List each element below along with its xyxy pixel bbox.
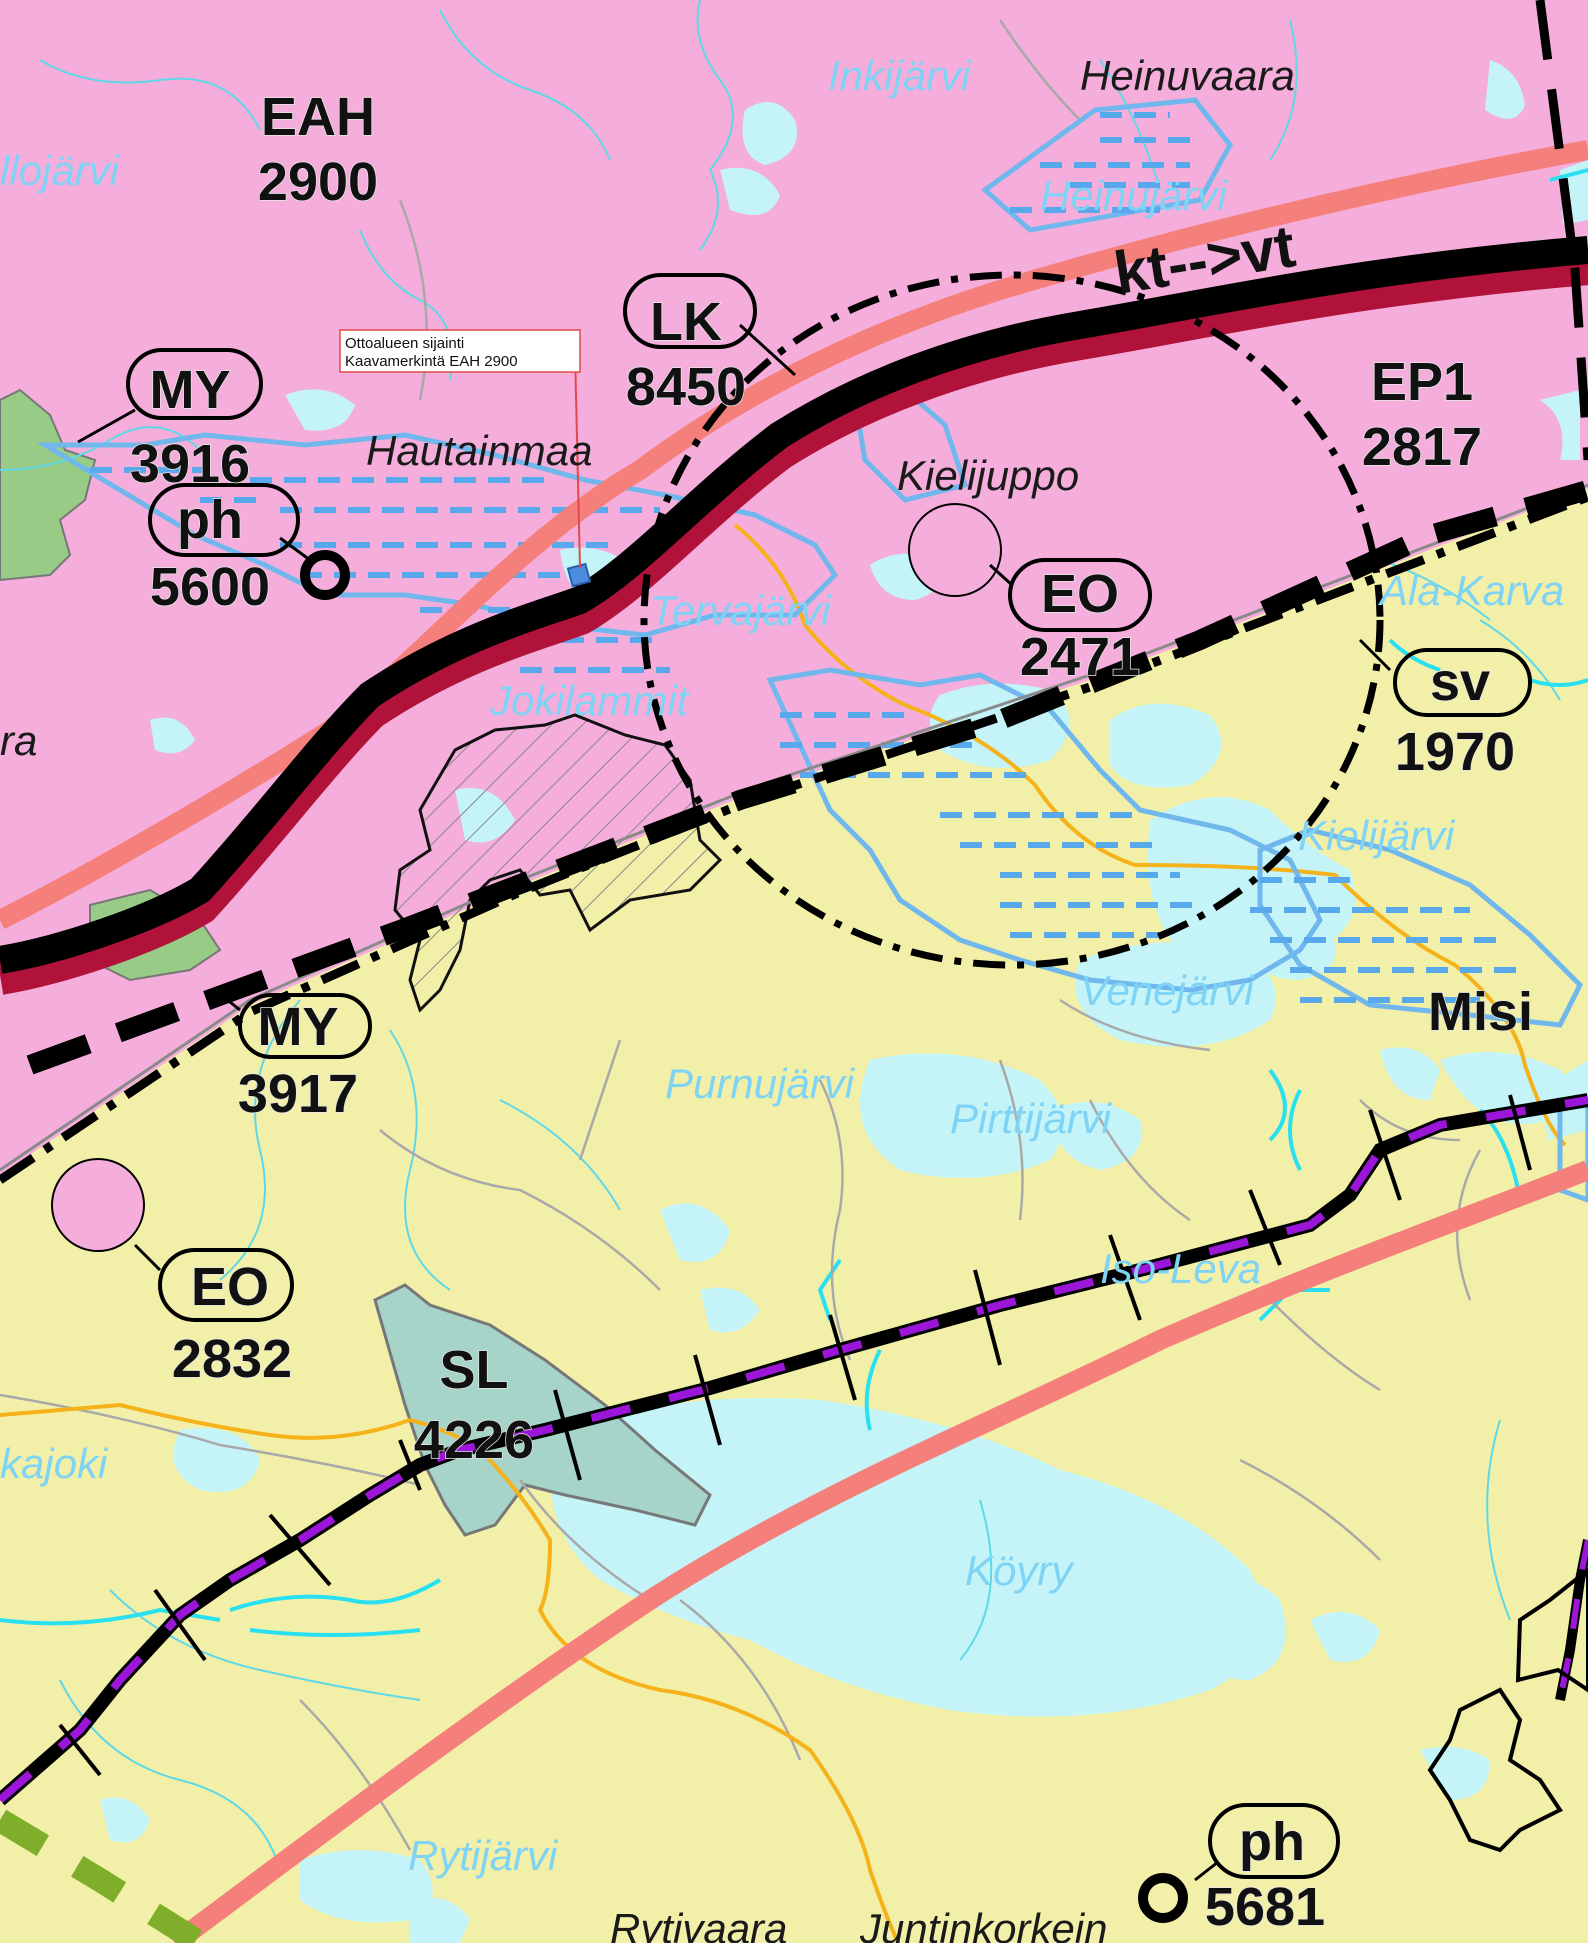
water-kielijarvi: Kielijärvi [1298,812,1456,859]
water-rytijarvi: Rytijärvi [408,1832,559,1879]
eo-2832-circle [51,1158,145,1252]
place-ra-fragment: ra [0,717,37,764]
note-line-2: Kaavamerkintä EAH 2900 [345,353,518,370]
forest-area-west [0,388,97,582]
sv-1970-code: sv [1430,652,1490,712]
water-venejarvi: Venejärvi [1080,967,1255,1014]
ph-5681-number: 5681 [1205,1877,1325,1937]
corridor-line-north [0,140,1588,929]
water-kajoki: kajoki [0,1440,109,1487]
water-tervajarvi: Tervajärvi [650,587,832,634]
sv-1970-number: 1970 [1395,722,1515,782]
power-line-ticks [58,1094,1532,1777]
east-dashed-border [1535,0,1588,461]
main-road [0,236,1588,974]
lk-number: 8450 [626,357,746,417]
lk-code: LK [650,292,722,352]
place-kielijuppo: Kielijuppo [897,452,1079,499]
corridor-line-south [169,1160,1588,1943]
small-area-east-1 [1515,1567,1588,1693]
ph-5600-number: 5600 [150,557,270,617]
streams [0,0,1588,1871]
ph-5600-code: ph [177,490,243,550]
planned-road-dashed [26,480,1588,1075]
place-heinuvaara: Heinuvaara [1080,52,1295,99]
eo-2471-code: EO [1041,564,1119,624]
protected-area-sl [373,1283,712,1537]
place-rytivaara: Rytivaara [610,1905,787,1943]
mire-areas [35,97,1588,1203]
eah-number: 2900 [258,152,378,212]
small-area-east-2 [1427,1687,1563,1853]
water-heinujarvi: Heinujärvi [1040,172,1228,219]
my-3916-code: MY [150,360,231,420]
water-pirttijarvi: Pirttijärvi [950,1095,1113,1142]
my-3917-number: 3917 [238,1064,358,1124]
eo-2471-circle [908,503,1002,597]
ep1-number: 2817 [1362,417,1482,477]
ep1-code: EP1 [1371,352,1473,412]
my-3917-code: MY [258,997,339,1057]
water-jokilammit: Jokilammit [489,677,691,724]
note-box [339,329,581,373]
note-leader [574,351,581,569]
eo-2832-code: EO [191,1257,269,1317]
label-ellipses [126,273,1532,1879]
water-koyry: Köyry [965,1547,1075,1594]
eo-2471-number: 2471 [1020,627,1140,687]
ph-5681-code: ph [1239,1812,1305,1872]
water-iso-leva: Iso-Leva [1100,1245,1261,1292]
eo-2832-number: 2832 [172,1329,292,1389]
note-callout: Ottoalueen sijainti Kaavamerkintä EAH 29… [339,329,581,373]
sl-4226-code: SL [439,1340,508,1400]
water-llojarvi: llojärvi [0,147,121,194]
route-green-dashed [0,1809,207,1943]
water-inkijarvi: Inkijärvi [828,52,972,99]
connecting-roads [0,523,1567,1943]
my-3916-number: 3916 [130,434,250,494]
ph-5681-ring-icon [1138,1873,1188,1923]
power-line-purple [0,1096,1588,1804]
note-line-1: Ottoalueen sijainti [345,335,464,352]
label-leaders [77,323,1392,1882]
eah-code: EAH [261,87,375,147]
site-marker [566,562,592,588]
water-ala-karva: Ala-Karva [1377,567,1564,614]
ph-5600-ring-icon [300,550,350,600]
dashdot-circle-zone [640,271,1384,969]
water-purnujarvi: Purnujärvi [665,1060,856,1107]
place-misi: Misi [1428,982,1533,1042]
place-juntinkorkein: Juntinkorkein [859,1905,1107,1943]
place-hautainmaa: Hautainmaa [366,427,592,474]
sl-4226-number: 4226 [414,1410,534,1470]
